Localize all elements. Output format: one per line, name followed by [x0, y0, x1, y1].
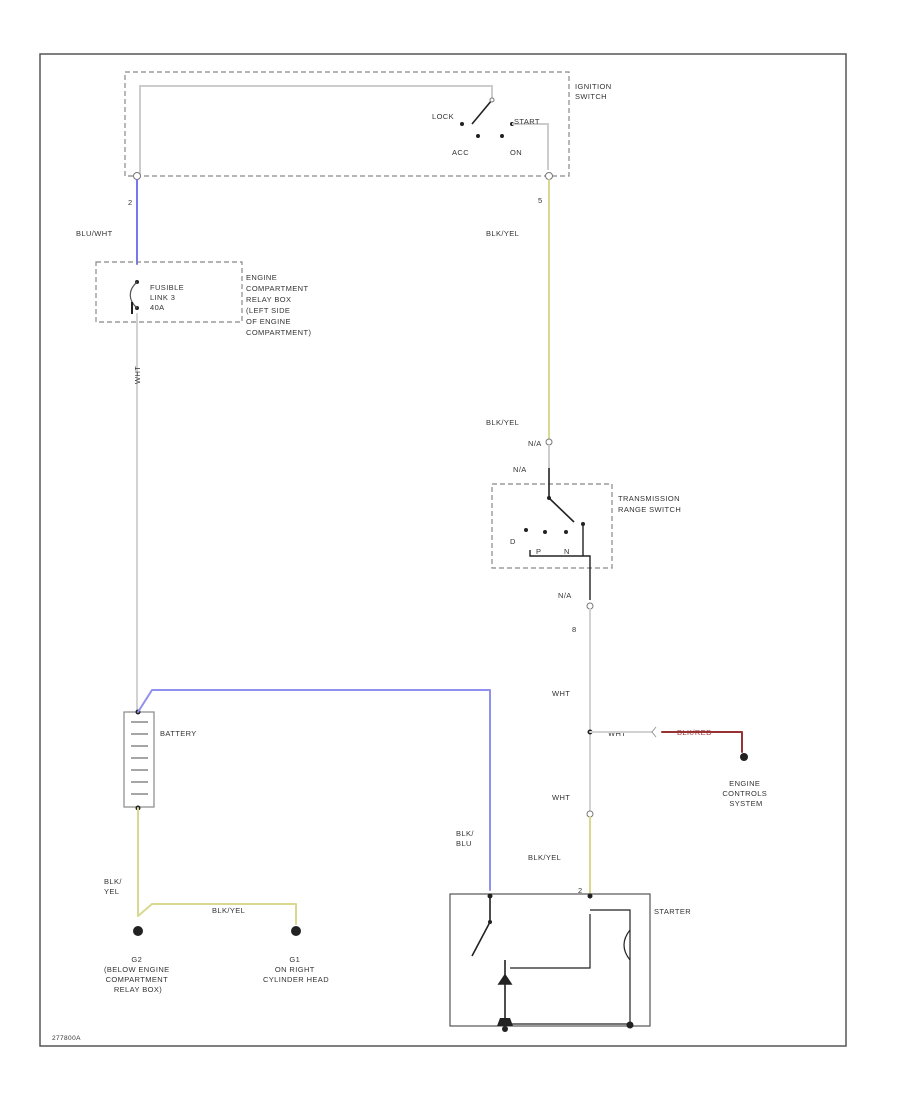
- ignition-switch-label: IGNITION SWITCH: [575, 82, 614, 101]
- ignition-lock-label: LOCK: [432, 112, 454, 121]
- starter-label: STARTER: [654, 907, 691, 916]
- ignition-start-label: START: [514, 117, 540, 126]
- wire-blk-blu-label-line: BLU: [456, 839, 472, 848]
- relay-box-label-line: ENGINE: [246, 273, 277, 282]
- battery-label: BATTERY: [160, 729, 197, 738]
- trs-pos-n-label: N: [564, 547, 570, 556]
- wire-blk-blu: [137, 689, 491, 891]
- wire-blk-yel-ground-g1: [137, 903, 297, 925]
- ignition-acc-label: ACC: [452, 148, 469, 157]
- starter-pin-label: 2: [578, 886, 583, 895]
- ignition-switch-label-line: SWITCH: [575, 92, 607, 101]
- ground-g1-label-line: G1: [289, 955, 300, 964]
- wire-blk-blu-label: BLK/ BLU: [456, 829, 476, 848]
- wire-wht-3-label: WHT: [552, 793, 570, 802]
- relay-box-label-line: COMPARTMENT): [246, 328, 311, 337]
- ground-g2-label-line: COMPARTMENT: [106, 975, 168, 984]
- diagram-id-label: 277800A: [52, 1035, 81, 1042]
- wire-blk-yel-left-label: BLK/ YEL: [104, 877, 124, 896]
- relay-box-label-line: COMPARTMENT: [246, 284, 308, 293]
- ground-g2-terminal: [133, 926, 143, 936]
- trs-pin-top-a-label: N/A: [528, 439, 542, 448]
- trs-pos-d-label: D: [510, 537, 516, 546]
- fusible-link: FUSIBLE LINK 3 40A ENGINE COMPARTMENT RE…: [95, 261, 311, 337]
- transmission-range-switch-label: TRANSMISSION RANGE SWITCH: [618, 494, 682, 514]
- ignition-on-label: ON: [510, 148, 522, 157]
- ground-g1-terminal: [291, 926, 301, 936]
- wire-blk-yel-ground-label: BLK/YEL: [212, 906, 245, 915]
- starter: 2 STARTER: [449, 886, 691, 1032]
- engine-controls-label-line: ENGINE: [729, 779, 760, 788]
- engine-controls-terminal: [740, 753, 748, 761]
- ground-g1-label-line: ON RIGHT: [275, 965, 315, 974]
- ignition-pin-2-label: 2: [128, 198, 133, 207]
- engine-controls-label: ENGINE CONTROLS SYSTEM: [722, 779, 769, 808]
- trs-pin-top-b-label: N/A: [513, 465, 527, 474]
- ground-g2-label-line: RELAY BOX): [114, 985, 162, 994]
- relay-box-label: ENGINE COMPARTMENT RELAY BOX (LEFT SIDE …: [246, 273, 311, 337]
- trs-pos-p-label: P: [536, 547, 541, 556]
- engine-controls-label-line: CONTROLS: [722, 789, 767, 798]
- fusible-link-label: FUSIBLE LINK 3 40A: [150, 283, 187, 312]
- ignition-switch-label-line: IGNITION: [575, 82, 612, 91]
- fusible-link-label-line: LINK 3: [150, 293, 175, 302]
- wire-blk-yel-top-label: BLK/YEL: [486, 229, 519, 238]
- transmission-range-switch: D P N TRANSMISSION RANGE SWITCH N/A 8: [491, 468, 682, 634]
- fusible-link-label-line: FUSIBLE: [150, 283, 184, 292]
- trs-pin-number-label: 8: [572, 625, 577, 634]
- ignition-pin-5-label: 5: [538, 196, 543, 205]
- ignition-switch: LOCK START ACC ON IGNITION SWITCH 2 5: [124, 71, 614, 207]
- trs-pin-bottom-label: N/A: [558, 591, 572, 600]
- wire-wht-1-label: WHT: [552, 689, 570, 698]
- wire-blk-red-label: BLK/RED: [677, 728, 712, 737]
- ground-g2-label: G2 (BELOW ENGINE COMPARTMENT RELAY BOX): [104, 955, 172, 994]
- wire-wht-2-label: WHT: [608, 729, 626, 738]
- transmission-range-switch-label-line: TRANSMISSION: [618, 494, 680, 503]
- ground-g2-label-line: G2: [131, 955, 142, 964]
- ground-g1-label-line: CYLINDER HEAD: [263, 975, 329, 984]
- battery: BATTERY: [123, 709, 197, 811]
- relay-box-label-line: (LEFT SIDE: [246, 306, 290, 315]
- wire-blk-red: [661, 731, 743, 753]
- wire-wht-vertical-label: WHT: [133, 366, 142, 384]
- wire-blu-wht-label: BLU/WHT: [76, 229, 113, 238]
- diagram-frame: [39, 53, 847, 1047]
- fusible-link-label-line: 40A: [150, 303, 165, 312]
- wire-blk-yel-bottom-label: BLK/YEL: [528, 853, 561, 862]
- relay-box-label-line: OF ENGINE: [246, 317, 291, 326]
- wire-blk-yel-mid-label: BLK/YEL: [486, 418, 519, 427]
- transmission-range-switch-label-line: RANGE SWITCH: [618, 505, 681, 514]
- ground-g2-label-line: (BELOW ENGINE: [104, 965, 170, 974]
- engine-controls-label-line: SYSTEM: [729, 799, 762, 808]
- ground-g1-label: G1 ON RIGHT CYLINDER HEAD: [263, 955, 329, 984]
- relay-box-label-line: RELAY BOX: [246, 295, 291, 304]
- wire-blk-yel-left-label-line: BLK/: [104, 877, 122, 886]
- wire-blk-blu-label-line: BLK/: [456, 829, 474, 838]
- wire-blk-yel-left-label-line: YEL: [104, 887, 119, 896]
